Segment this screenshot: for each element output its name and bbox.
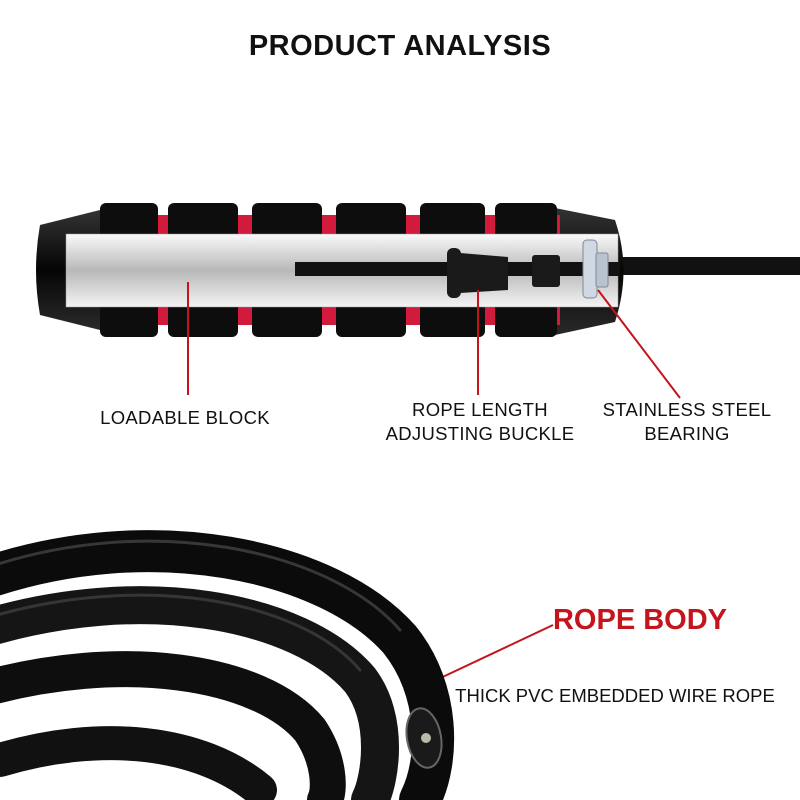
rope-cross-section: [405, 707, 443, 769]
label-bearing-line2: BEARING: [644, 423, 730, 444]
label-buckle-line2: ADJUSTING BUCKLE: [385, 423, 575, 444]
rope-cable: [620, 257, 800, 275]
label-buckle-line1: ROPE LENGTH: [412, 399, 548, 420]
label-loadable-block: LOADABLE BLOCK: [100, 407, 270, 428]
jump-rope-handle: [36, 203, 800, 337]
page-title: PRODUCT ANALYSIS: [248, 30, 552, 62]
adjusting-buckle: [447, 248, 560, 298]
label-buckle: ROPE LENGTH ADJUSTING BUCKLE: [380, 398, 580, 446]
rope-body-heading: ROPE BODY: [552, 604, 728, 636]
rope-description: THICK PVC EMBEDDED WIRE ROPE: [455, 685, 775, 706]
coiled-rope: [0, 530, 455, 800]
label-bearing: STAINLESS STEEL BEARING: [587, 398, 787, 446]
embedded-wire: [421, 733, 431, 743]
label-bearing-line1: STAINLESS STEEL: [602, 399, 772, 420]
steel-bearing: [582, 239, 609, 299]
leader-lines: [187, 282, 681, 683]
